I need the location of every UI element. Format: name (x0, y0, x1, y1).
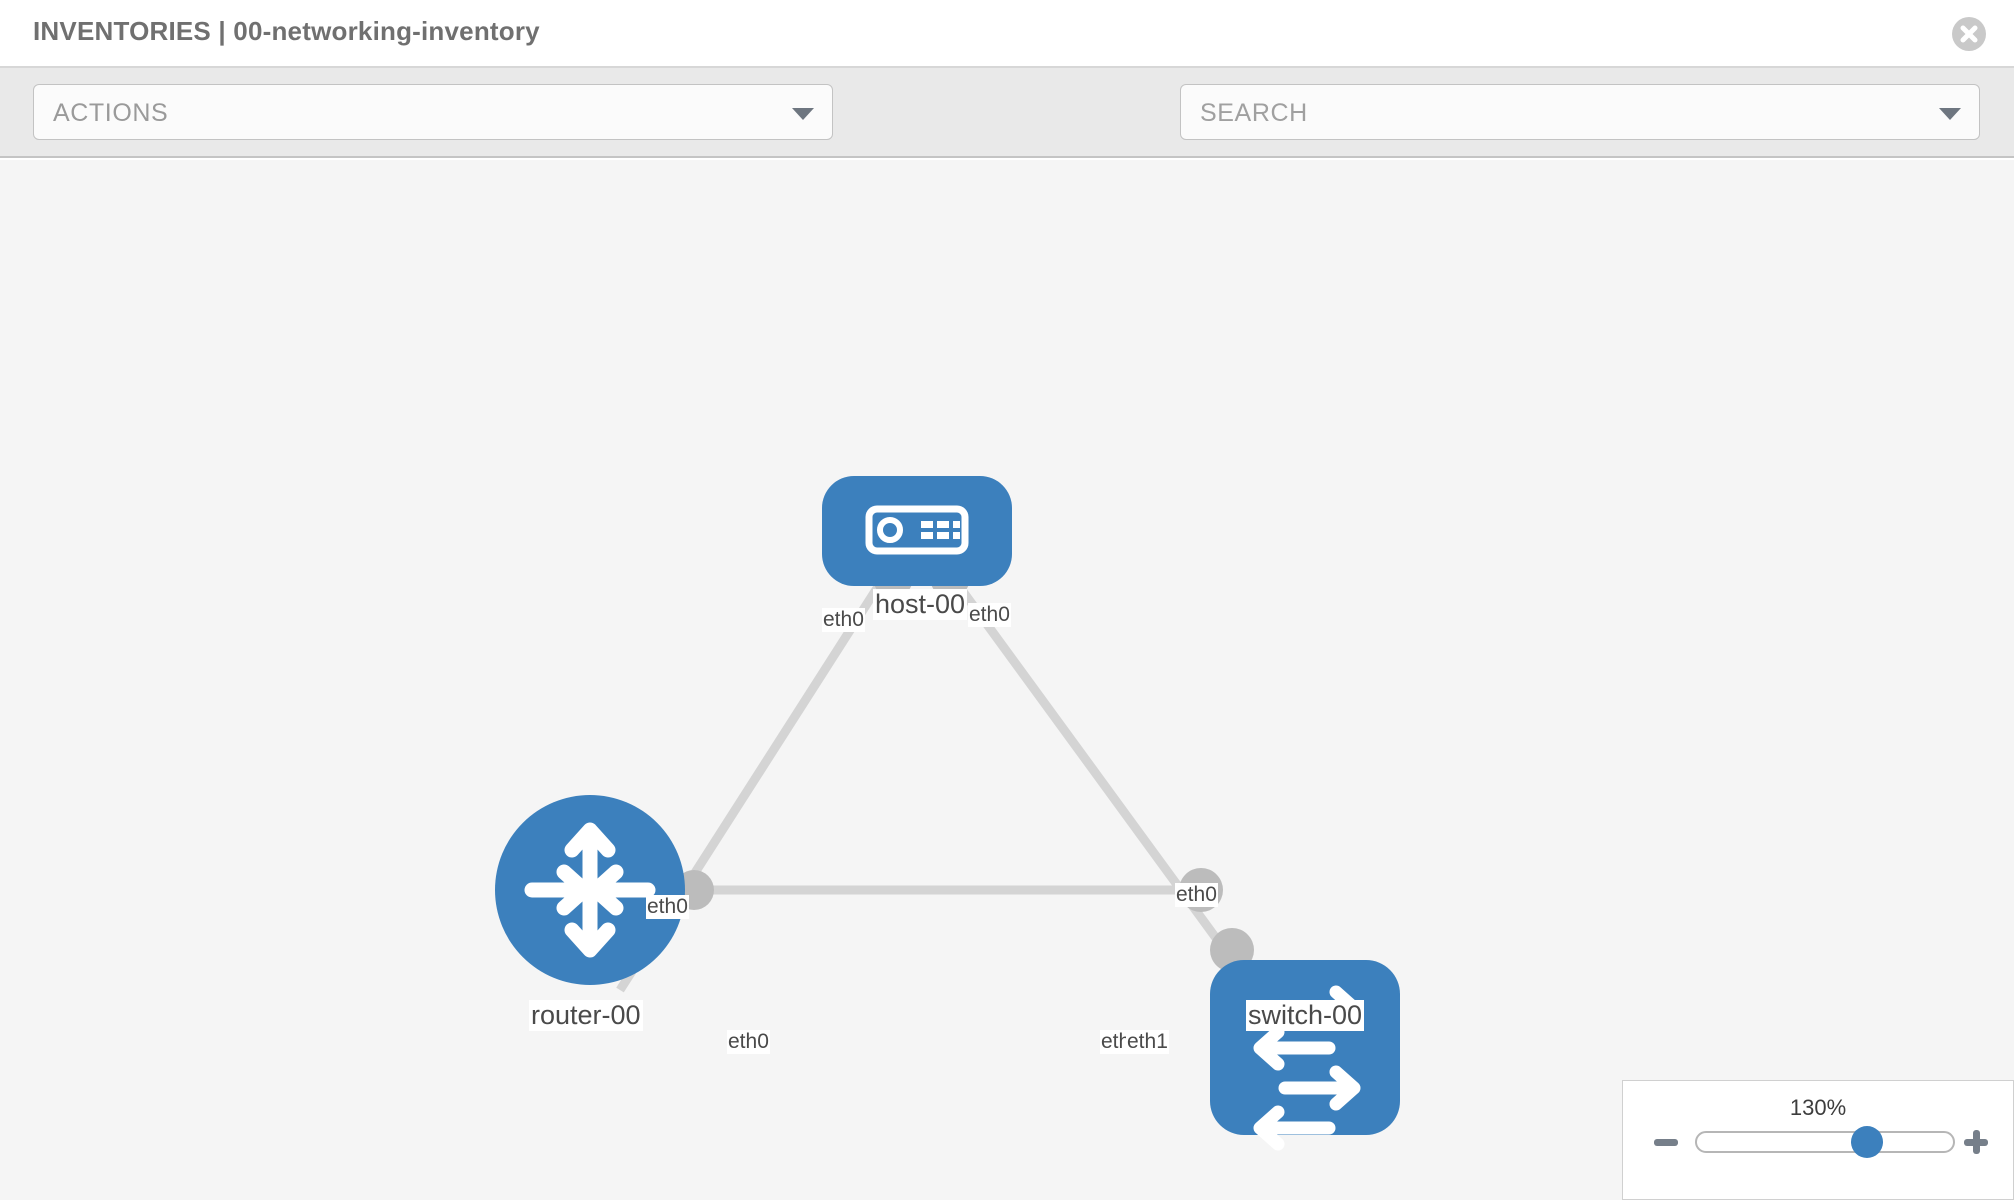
node-label-host-00[interactable]: host-00 (873, 589, 968, 620)
server-icon (865, 505, 969, 555)
node-switch-00 (1210, 960, 1400, 1151)
zoom-slider-track[interactable] (1695, 1131, 1955, 1153)
minus-icon[interactable] (1651, 1127, 1681, 1157)
router-arrows-icon (524, 822, 656, 958)
port-label-host-left: eth0 (822, 608, 865, 632)
actions-dropdown-label: ACTIONS (53, 99, 169, 127)
search-input[interactable]: SEARCH (1180, 84, 1980, 140)
node-router-00 (495, 795, 685, 985)
node-host-00 (822, 476, 1012, 586)
topology-links (616, 557, 1236, 993)
plus-icon[interactable] (1961, 1127, 1991, 1157)
chevron-down-icon (1939, 108, 1961, 120)
port-label-switch-upper: eth0 (1175, 883, 1218, 907)
topology-canvas[interactable]: host-00 router-00 switch-00 eth0 eth0 et… (0, 160, 2014, 1200)
node-label-router-00[interactable]: router-00 (529, 1000, 643, 1031)
page-title: INVENTORIES | 00-networking-inventory (33, 16, 540, 46)
actions-dropdown[interactable]: ACTIONS (33, 84, 833, 140)
zoom-control-panel: 130% (1622, 1080, 2014, 1200)
chevron-down-icon (792, 108, 814, 120)
page-header: INVENTORIES | 00-networking-inventory (0, 0, 2014, 68)
topology-graph (495, 476, 1400, 1151)
toolbar: ACTIONS SEARCH (0, 68, 2014, 196)
port-label-router-upper: eth0 (646, 895, 689, 919)
search-placeholder: SEARCH (1200, 99, 1308, 127)
zoom-slider-handle[interactable] (1851, 1126, 1883, 1158)
close-icon[interactable] (1952, 17, 1986, 51)
port-label-host-right: eth0 (968, 603, 1011, 627)
port-label-switch-left: eth1 (1126, 1030, 1169, 1054)
node-label-switch-00[interactable]: switch-00 (1246, 1000, 1365, 1031)
zoom-level-value: 130% (1789, 1095, 1847, 1120)
port-label-router-right: eth0 (727, 1030, 770, 1054)
